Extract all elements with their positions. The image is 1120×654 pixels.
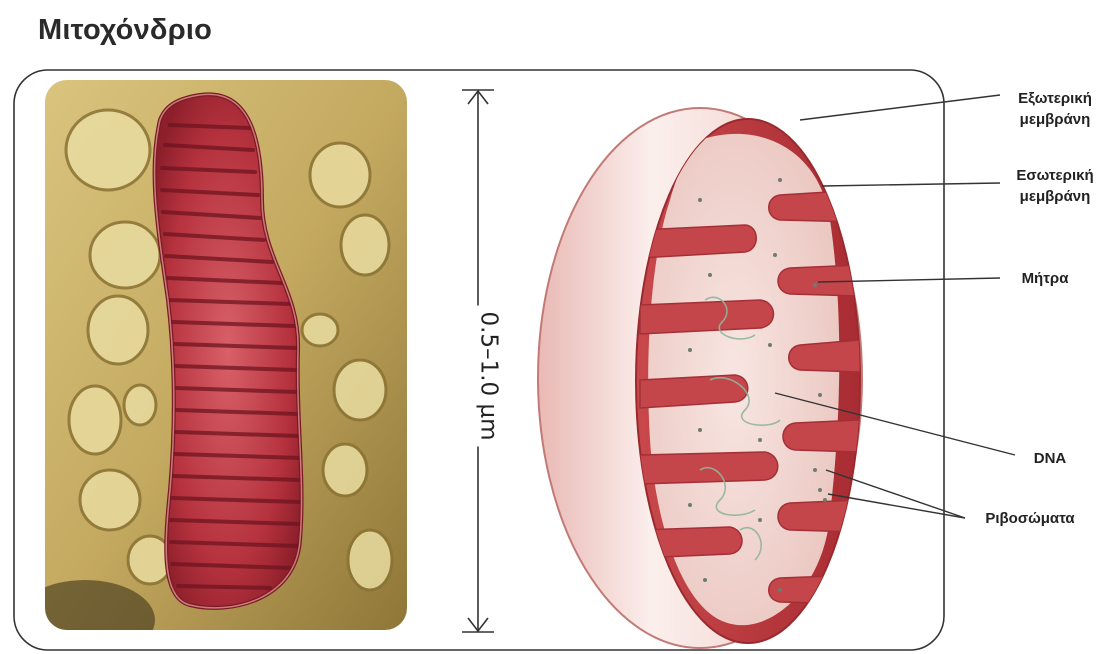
electron-micrograph <box>15 80 407 654</box>
label-dna: DNA <box>1020 448 1080 469</box>
scale-label: 0.5–1.0 μm <box>468 296 508 456</box>
label-outer-membrane-line2: μεμβράνη <box>1000 109 1110 130</box>
scale-text: 0.5–1.0 μm <box>475 305 501 446</box>
label-outer-membrane: Εξωτερική μεμβράνη <box>1000 88 1110 130</box>
leader-outer-membrane <box>800 95 1000 120</box>
label-ribosomes: Ριβοσώματα <box>970 508 1090 529</box>
mitochondrion-cutaway <box>538 108 862 648</box>
label-matrix: Μήτρα <box>1000 268 1090 289</box>
label-inner-membrane: Εσωτερική μεμβράνη <box>1000 165 1110 207</box>
leader-inner-membrane <box>822 183 1000 186</box>
label-inner-membrane-line2: μεμβράνη <box>1000 186 1110 207</box>
label-outer-membrane-line1: Εξωτερική <box>1000 88 1110 109</box>
label-inner-membrane-line1: Εσωτερική <box>1000 165 1110 186</box>
